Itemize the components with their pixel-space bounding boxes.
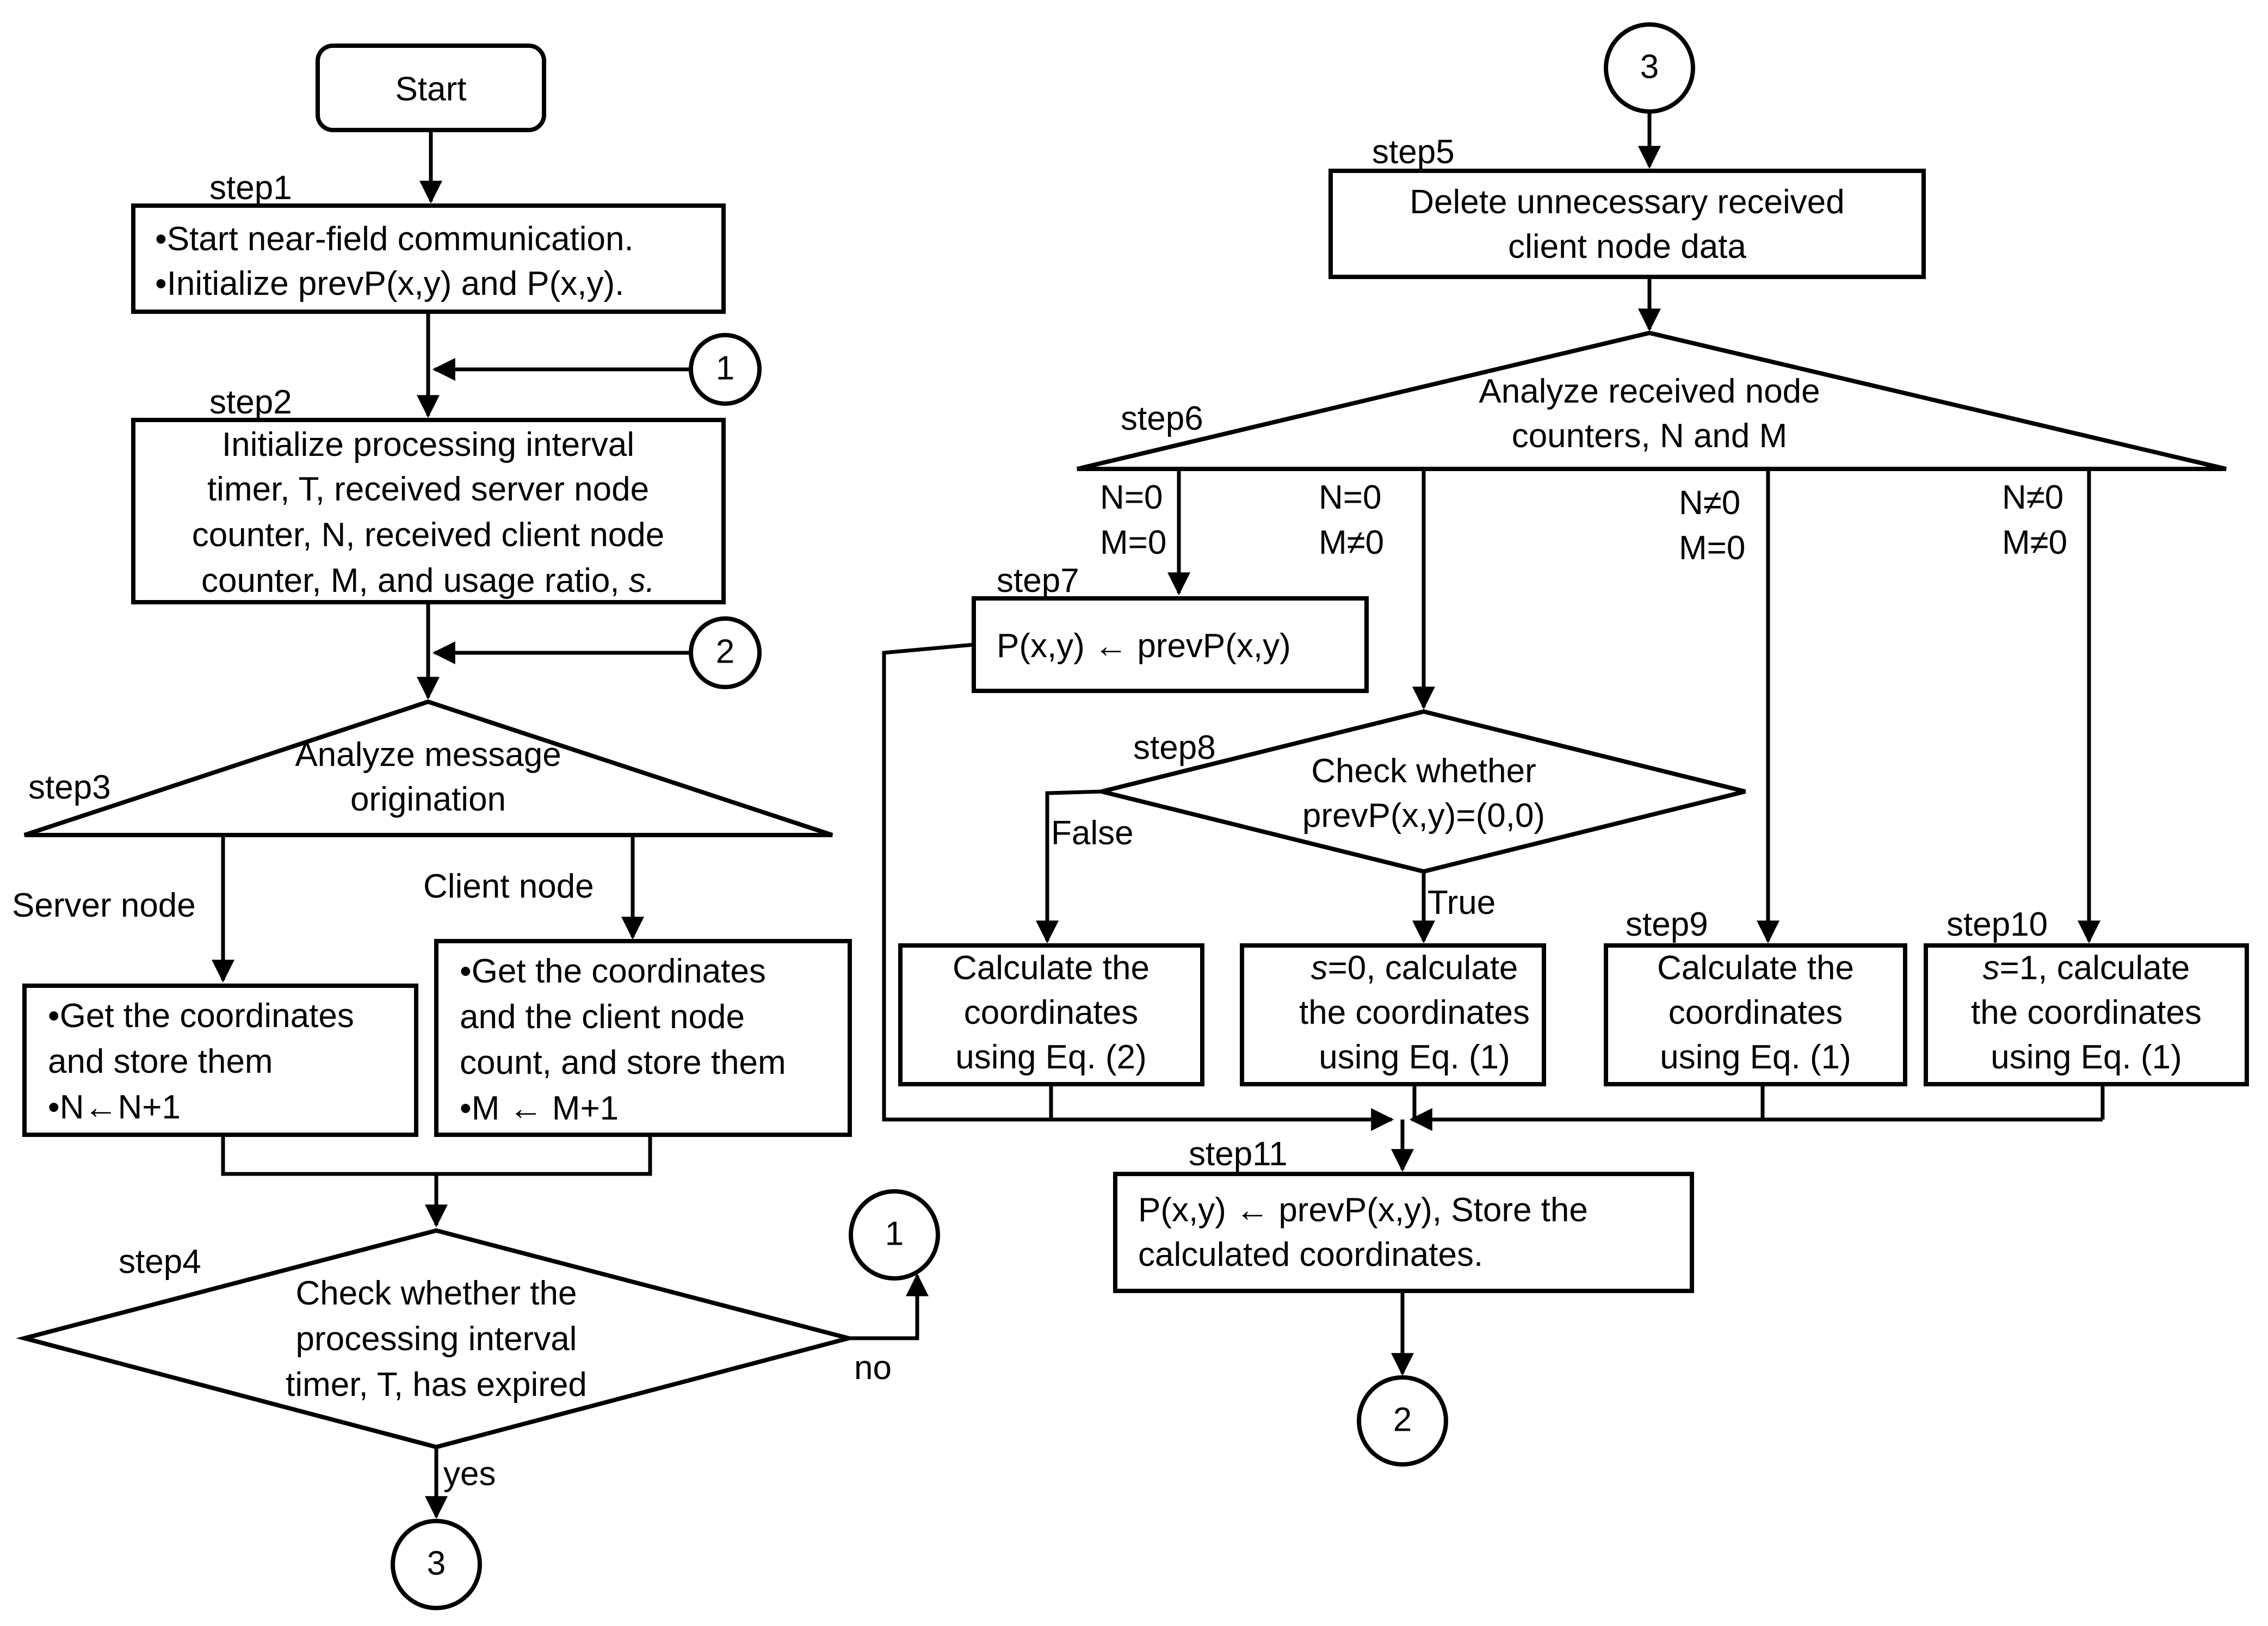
- step2-line3: counter, N, received client node: [192, 516, 665, 554]
- step10-box: [1924, 943, 2249, 1086]
- connector-2-exit-label: 2: [1393, 1401, 1412, 1438]
- step3-line1: Analyze message: [295, 736, 561, 774]
- cond-n0-m0-a: N=0: [1100, 479, 1163, 516]
- step9-line3: using Eq. (1): [1660, 1038, 1851, 1076]
- step3-label: step3: [28, 769, 111, 806]
- step9-label: step9: [1626, 906, 1708, 943]
- connector-2-entry: [689, 616, 762, 689]
- false-result-box: [898, 943, 1204, 1086]
- connector-1-exit: [849, 1189, 940, 1281]
- step4-line3: timer, T, has expired: [286, 1366, 587, 1404]
- server-node-box: [22, 984, 418, 1137]
- cond-n0-mne0-b: M≠0: [1319, 524, 1384, 561]
- connector-1-entry: [689, 333, 762, 406]
- merge-false: [1049, 1084, 1392, 1122]
- step7-text: P(x,y) ← prevP(x,y): [997, 627, 1291, 665]
- step2-line4: counter, M, and usage ratio, s.: [201, 562, 655, 599]
- connector-3-exit: [391, 1519, 482, 1610]
- arrow-no-connector1: [849, 1273, 929, 1340]
- false-line3: using Eq. (2): [955, 1038, 1147, 1076]
- branch-server-label: Server node: [12, 887, 196, 924]
- step10-line2: the coordinates: [1971, 994, 2202, 1031]
- step3-triangle: [23, 699, 833, 837]
- merge-line-step3: [221, 1135, 652, 1176]
- connector-3-entry-label: 3: [1640, 48, 1659, 85]
- step8-label: step8: [1133, 729, 1216, 766]
- step2-line2: timer, T, received server node: [207, 471, 649, 508]
- step1-label: step1: [209, 169, 292, 207]
- false-line2: coordinates: [964, 994, 1139, 1031]
- step7-label: step7: [997, 562, 1079, 599]
- step2-line1: Initialize processing interval: [222, 426, 634, 463]
- server-line2: and store them: [48, 1043, 273, 1080]
- step10-line3: using Eq. (1): [1991, 1038, 2182, 1076]
- true-line1: s=0, calculate: [1311, 949, 1518, 987]
- step9-line1: Calculate the: [1657, 949, 1854, 987]
- cond-nne0-m0-b: M=0: [1679, 529, 1745, 567]
- step4-no-label: no: [854, 1349, 892, 1387]
- step8-line2: prevP(x,y)=(0,0): [1302, 797, 1545, 834]
- true-line3: using Eq. (1): [1319, 1038, 1510, 1076]
- step4-label: step4: [119, 1243, 201, 1281]
- step5-line2: client node data: [1508, 228, 1746, 265]
- step9-box: [1604, 943, 1907, 1086]
- step4-line2: processing interval: [296, 1320, 577, 1358]
- true-result-box: [1240, 943, 1546, 1086]
- cond-nne0-mne0-b: M≠0: [2002, 524, 2067, 561]
- client-line3: count, and store them: [460, 1044, 786, 1081]
- step8-true-label: True: [1427, 884, 1495, 922]
- client-line4: •M ← M+1: [460, 1090, 619, 1127]
- client-line1: •Get the coordinates: [460, 953, 766, 990]
- client-node-box: [434, 939, 852, 1137]
- step5-box: [1328, 169, 1926, 279]
- step11-line1: P(x,y) ← prevP(x,y), Store the: [1138, 1191, 1588, 1229]
- server-line3: •N←N+1: [48, 1089, 181, 1126]
- cond-nne0-mne0-a: N≠0: [2002, 479, 2063, 516]
- step4-yes-label: yes: [443, 1455, 496, 1493]
- true-line2: the coordinates: [1299, 994, 1530, 1031]
- step3-line2: origination: [350, 781, 506, 818]
- branch-client-label: Client node: [423, 868, 594, 905]
- server-line1: •Get the coordinates: [48, 997, 354, 1035]
- step1-line2: •Initialize prevP(x,y) and P(x,y).: [155, 265, 624, 302]
- connector-1-exit-label: 1: [885, 1215, 904, 1252]
- step6-line2: counters, N and M: [1512, 417, 1788, 455]
- connector-2-exit: [1357, 1375, 1448, 1467]
- start-label: Start: [395, 70, 467, 108]
- step5-line1: Delete unnecessary received: [1410, 183, 1845, 221]
- step6-line1: Analyze received node: [1479, 373, 1820, 410]
- step6-label: step6: [1121, 400, 1203, 437]
- arrow-step8-false: [1036, 789, 1102, 944]
- step5-label: step5: [1372, 133, 1455, 171]
- step9-line2: coordinates: [1668, 994, 1843, 1031]
- step10-line1: s=1, calculate: [1983, 949, 2190, 987]
- step6-triangle: [1077, 330, 2227, 471]
- step8-false-label: False: [1051, 814, 1134, 852]
- step1-box: [131, 203, 726, 314]
- step1-line1: •Start near-field communication.: [155, 220, 634, 258]
- step7-box: [972, 596, 1369, 693]
- connector-2-entry-label: 2: [716, 633, 734, 670]
- cond-n0-m0-b: M=0: [1100, 524, 1166, 561]
- step10-label: step10: [1946, 906, 2048, 943]
- false-line1: Calculate the: [953, 949, 1150, 987]
- step8-line1: Check whether: [1311, 752, 1536, 790]
- step11-label: step11: [1189, 1135, 1288, 1173]
- step11-box: [1113, 1172, 1694, 1293]
- client-line2: and the client node: [460, 998, 745, 1036]
- step4-line1: Check whether the: [296, 1275, 577, 1312]
- connector-3-exit-label: 3: [427, 1544, 446, 1582]
- step11-line2: calculated coordinates.: [1138, 1236, 1483, 1273]
- cond-nne0-m0-a: N≠0: [1679, 484, 1740, 522]
- step2-label: step2: [209, 384, 292, 421]
- connector-1-entry-label: 1: [716, 349, 734, 387]
- cond-n0-mne0-a: N=0: [1319, 479, 1381, 516]
